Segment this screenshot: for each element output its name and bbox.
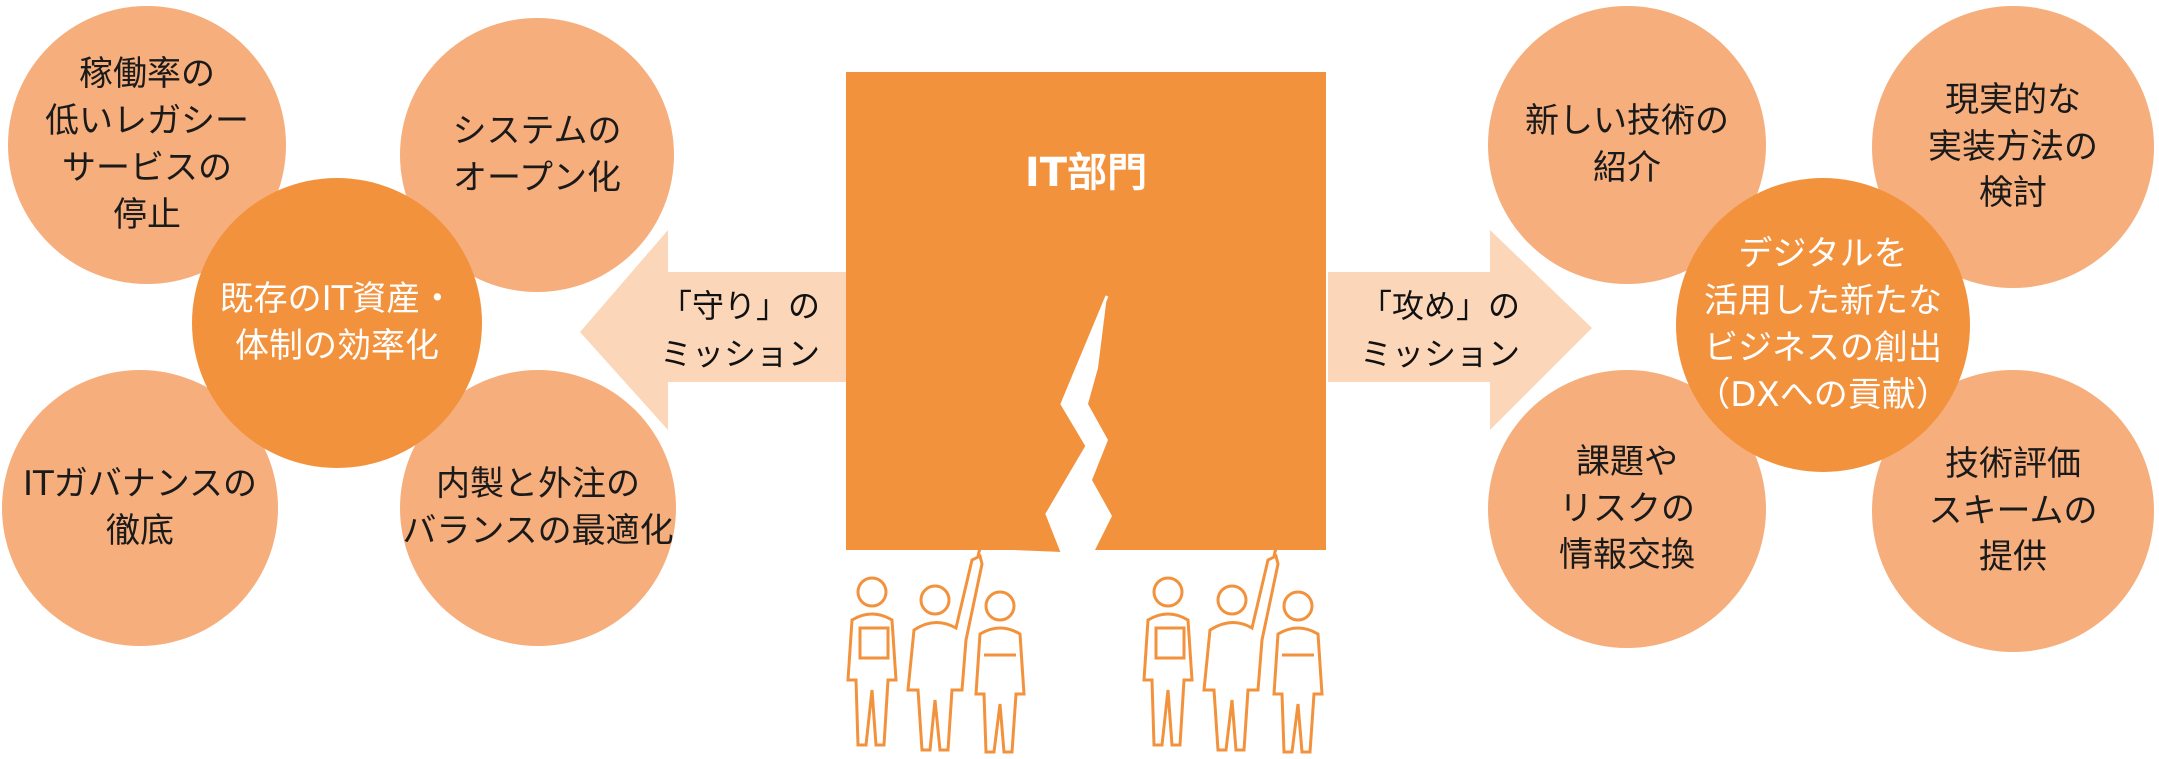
defense-mission-label: 「守り」の ミッション [659,287,820,373]
left-satellite-legacy-shutdown-label: 稼働率の 低いレガシー サービスの 停止 [45,54,249,235]
left-satellite-open-system-label: システムの オープン化 [452,111,622,198]
right-satellite-tech-evaluation: 技術評価 スキームの 提供 [1872,370,2154,652]
left-satellite-open-system: システムの オープン化 [400,18,674,292]
it-department-title: IT部門 [1024,150,1148,196]
right-satellite-implementation-label: 現実的な 実装方法の 検討 [1928,79,2098,214]
right-satellite-tech-evaluation-label: 技術評価 スキームの 提供 [1928,443,2098,578]
crack-line [1045,295,1109,553]
right-satellite-risk-exchange-label: 課題や リスクの 情報交換 [1559,441,1695,576]
people-group-right-icon [1142,547,1324,754]
left-satellite-it-governance-label: ITガバナンスの 徹底 [22,464,258,551]
right-center-dx: デジタルを 活用した新たな ビジネスの創出 （DXへの貢献） [1676,178,1970,472]
right-arrow [1328,230,1592,430]
it-department-box [846,72,1326,552]
left-satellite-insource-outsource-label: 内製と外注の バランスの最適化 [402,464,674,551]
right-center-dx-label: デジタルを 活用した新たな ビジネスの創出 （DXへの貢献） [1696,234,1950,415]
offense-mission-label: 「攻め」の ミッション [1359,287,1520,373]
left-center-efficiency: 既存のIT資産・ 体制の効率化 [192,178,482,468]
people-group-left-icon [846,547,1026,754]
left-arrow [580,230,848,430]
right-satellite-new-tech-label: 新しい技術の 紹介 [1525,101,1729,188]
left-center-efficiency-label: 既存のIT資産・ 体制の効率化 [219,279,455,366]
